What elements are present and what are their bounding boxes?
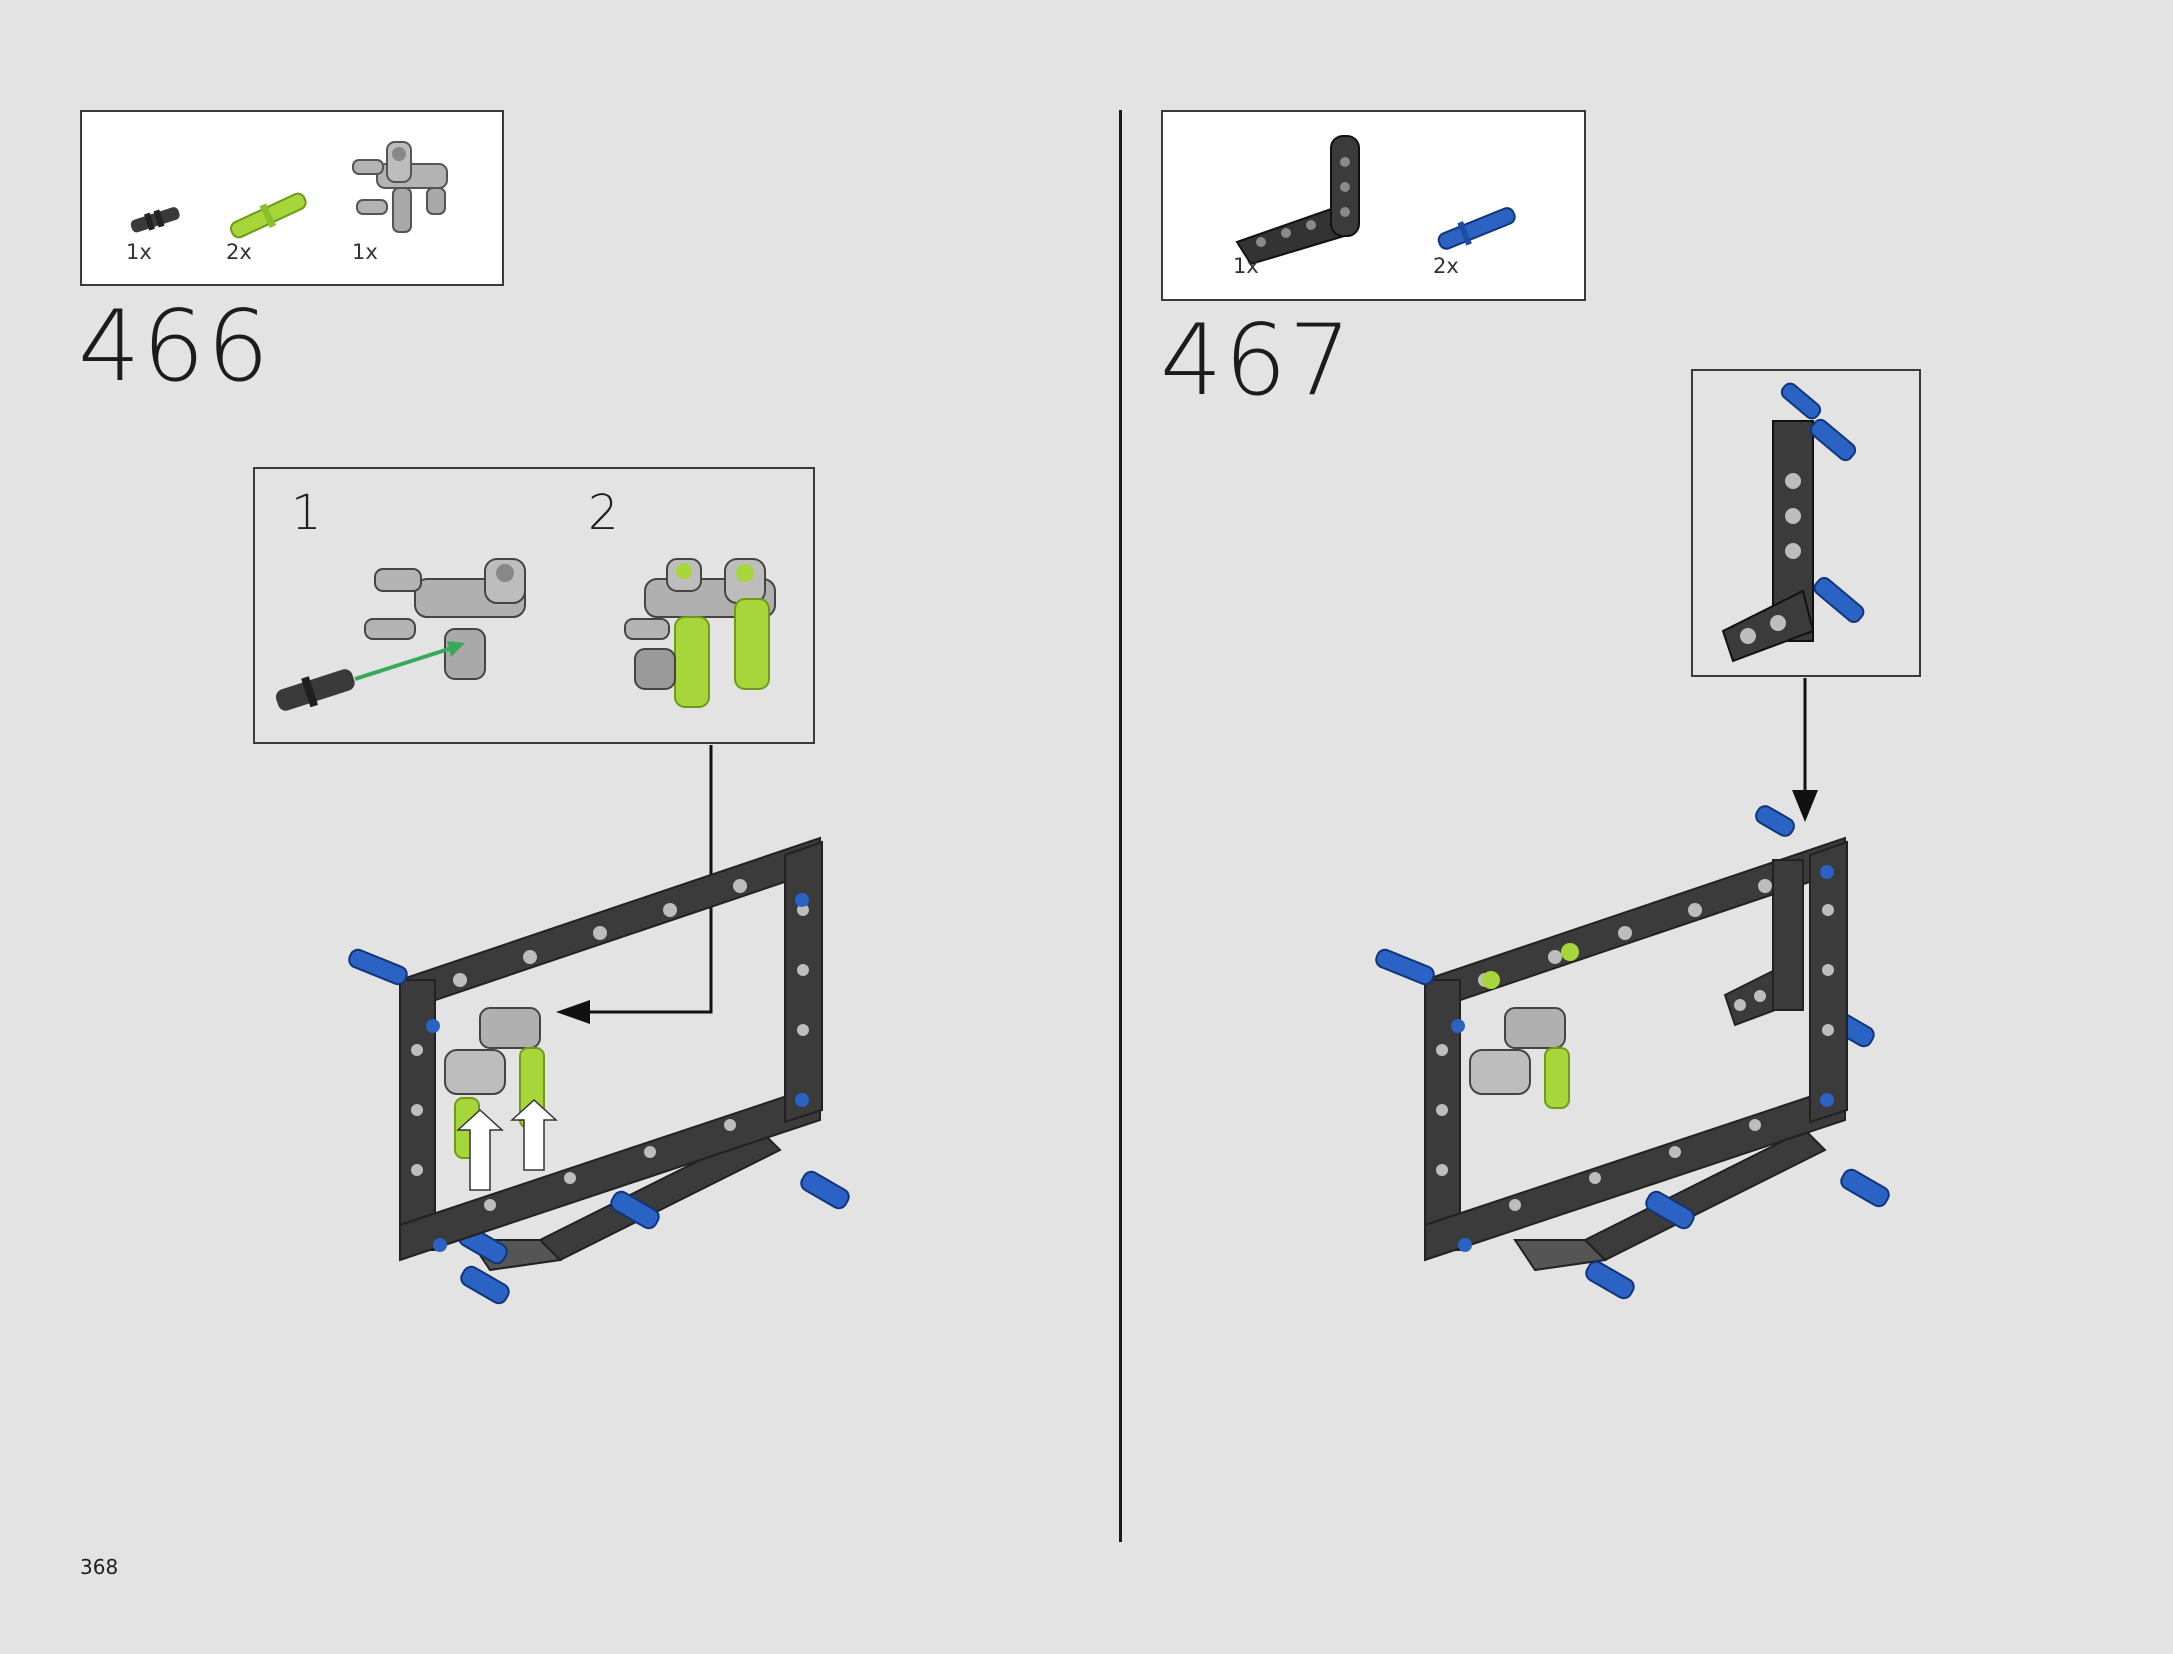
page-number: 368 [80, 1555, 119, 1579]
parts-list-467: 1x 2x [1161, 110, 1586, 301]
substep-1-assembly-illustration [275, 558, 526, 711]
step-number-467: 467 [1160, 304, 1354, 418]
part-qty: 2x [1433, 254, 1459, 278]
blue-pin-icon [1437, 207, 1516, 250]
black-l-beam-icon [1235, 135, 1360, 266]
frame-assembly-467 [1375, 805, 1890, 1300]
substep-number: 1 [291, 485, 322, 541]
part-qty: 1x [1233, 254, 1259, 278]
substep-callout: 1 2 [253, 467, 815, 744]
lime-axle-pin-icon [229, 192, 307, 239]
substep-2-assembly-illustration [624, 558, 776, 708]
step-number-466: 466 [78, 290, 272, 404]
part-qty: 2x [226, 240, 252, 264]
black-axle-pin-icon [130, 207, 180, 233]
part-qty: 1x [352, 240, 378, 264]
part-qty: 1x [126, 240, 152, 264]
substep-number: 2 [588, 485, 619, 541]
frame-assembly-466 [348, 836, 850, 1305]
gray-axle-connector-icon [352, 141, 448, 233]
page-divider [1119, 110, 1122, 1542]
l-beam-with-pins-illustration [1721, 382, 1865, 663]
parts-list-466: 1x 2x 1x [80, 110, 504, 286]
l-beam-callout [1691, 369, 1921, 677]
